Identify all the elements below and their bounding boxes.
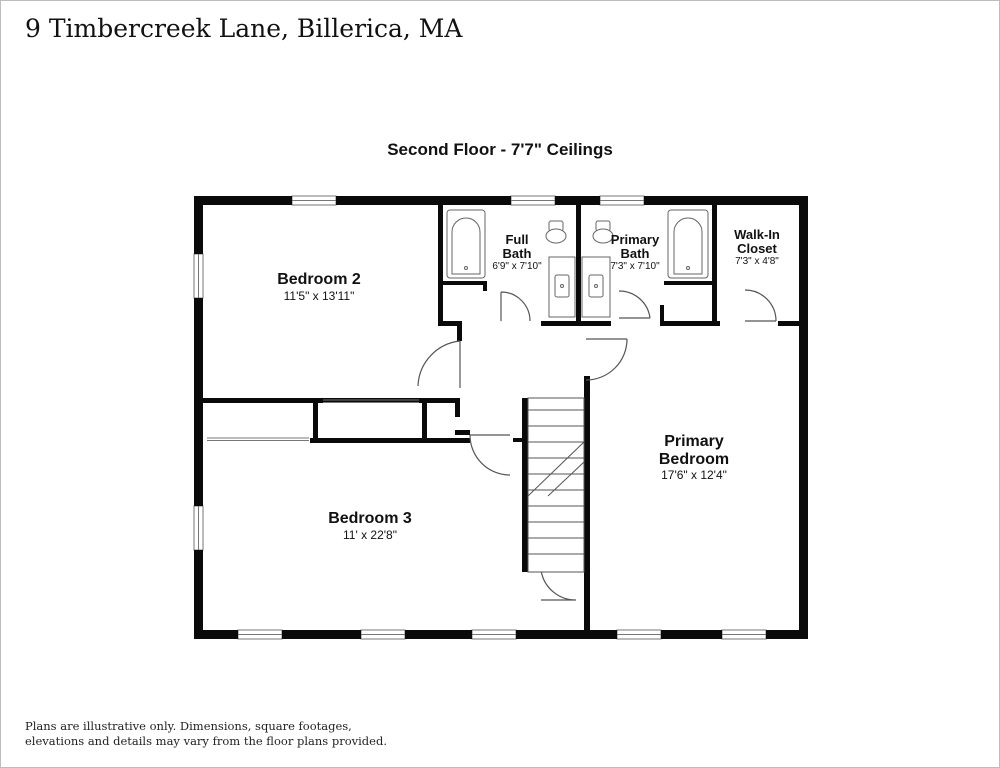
room-name-walkin-closet-2: Closet: [737, 241, 777, 256]
room-name-primary-bedroom-2: Bedroom: [659, 451, 729, 468]
window-icon: [616, 629, 662, 640]
window-icon: [360, 629, 406, 640]
room-name-full-bath-2: Bath: [503, 246, 532, 261]
room-dims-walkin-closet: 7'3" x 4'8": [735, 256, 779, 267]
staircase: [527, 397, 585, 573]
window-icon: [599, 195, 645, 206]
window-icon: [510, 195, 556, 206]
door-swing-icon: [585, 338, 628, 381]
vanity-sink-icon: [548, 256, 576, 318]
window-icon: [471, 629, 517, 640]
room-name-bedroom3: Bedroom 3: [328, 510, 412, 527]
bathtub-icon: [667, 209, 709, 279]
interior-walls: [203, 205, 800, 630]
door-swing-icon: [417, 340, 461, 388]
vanity-sink-icon: [581, 256, 611, 318]
door-swing-icon: [500, 291, 531, 322]
disclaimer-line-2: elevations and details may vary from the…: [25, 734, 387, 748]
window-icon: [291, 195, 337, 206]
fixtures: [446, 209, 709, 318]
property-address: 9 Timbercreek Lane, Billerica, MA: [25, 14, 463, 43]
window-icon: [193, 253, 204, 299]
room-name-bedroom2: Bedroom 2: [277, 271, 361, 288]
room-name-primary-bath-2: Bath: [621, 246, 650, 261]
room-name-walkin-closet-1: Walk-In: [734, 227, 780, 242]
door-swing-icon: [618, 290, 651, 319]
toilet-icon: [592, 220, 614, 244]
room-dims-bedroom3: 11' x 22'8": [343, 528, 397, 542]
room-dims-full-bath: 6'9" x 7'10": [492, 261, 542, 272]
window-icon: [721, 629, 767, 640]
room-name-primary-bath-1: Primary: [611, 232, 660, 247]
toilet-icon: [545, 220, 567, 244]
exterior-walls: [194, 196, 808, 639]
doors: [417, 289, 777, 601]
room-dims-primary-bedroom: 17'6" x 12'4": [661, 468, 727, 482]
room-name-primary-bedroom-1: Primary: [664, 433, 724, 450]
disclaimer: Plans are illustrative only. Dimensions,…: [25, 719, 387, 749]
door-swing-icon: [469, 434, 511, 476]
disclaimer-line-1: Plans are illustrative only. Dimensions,…: [25, 719, 352, 733]
room-dims-primary-bath: 7'3" x 7'10": [610, 261, 660, 272]
bathtub-icon: [446, 209, 486, 279]
door-swing-icon: [744, 289, 777, 322]
room-name-full-bath-1: Full: [505, 232, 528, 247]
floor-title: Second Floor - 7'7" Ceilings: [387, 140, 613, 159]
window-icon: [237, 629, 283, 640]
room-labels: Bedroom 2 11'5" x 13'11" Full Bath 6'9" …: [277, 227, 780, 542]
room-dims-bedroom2: 11'5" x 13'11": [284, 289, 355, 303]
door-swing-icon: [540, 569, 577, 601]
window-icon: [193, 505, 204, 551]
closet-sliding-doors: [207, 399, 419, 441]
